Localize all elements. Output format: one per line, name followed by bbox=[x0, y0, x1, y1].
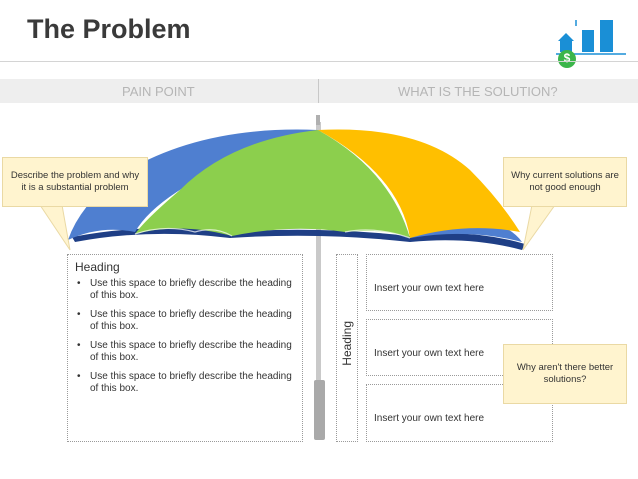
bullet-item: Use this space to briefly describe the h… bbox=[75, 371, 294, 395]
bullet-list: Use this space to briefly describe the h… bbox=[75, 278, 294, 395]
umbrella-handle bbox=[314, 380, 325, 440]
umbrella-shaft bbox=[316, 122, 321, 387]
no-better-solutions-callout: Why aren't there better solutions? bbox=[503, 344, 627, 404]
bar-chart-logo-icon bbox=[556, 20, 626, 68]
logo: $ bbox=[556, 18, 628, 70]
pain-point-label: PAIN POINT bbox=[122, 84, 195, 99]
solution-label: WHAT IS THE SOLUTION? bbox=[398, 84, 558, 99]
problem-callout-pointer bbox=[39, 204, 71, 251]
current-callout-pointer bbox=[522, 204, 556, 251]
bullet-item: Use this space to briefly describe the h… bbox=[75, 309, 294, 333]
page-title: The Problem bbox=[27, 14, 191, 44]
current-solutions-callout: Why current solutions are not good enoug… bbox=[503, 157, 627, 207]
vertical-heading-box: Heading bbox=[336, 254, 358, 442]
solution-text: Insert your own text here bbox=[374, 413, 485, 424]
no-better-callout-text: Why aren't there better solutions? bbox=[516, 362, 614, 385]
title-rule bbox=[0, 61, 638, 62]
dollar-icon: $ bbox=[563, 51, 571, 65]
band-divider bbox=[318, 79, 319, 103]
problem-callout-text: Describe the problem and why it is a sub… bbox=[10, 170, 140, 193]
vertical-heading: Heading bbox=[340, 321, 354, 366]
solution-text: Insert your own text here bbox=[374, 348, 485, 359]
umbrella-tip bbox=[316, 115, 320, 125]
current-solutions-callout-text: Why current solutions are not good enoug… bbox=[511, 170, 619, 193]
box-heading: Heading bbox=[75, 260, 120, 274]
umbrella-blue-panel bbox=[68, 129, 318, 240]
solution-text: Insert your own text here bbox=[374, 283, 485, 294]
solution-box-1: Insert your own text here bbox=[366, 254, 553, 311]
umbrella-yellow-panel bbox=[318, 129, 520, 238]
bullet-item: Use this space to briefly describe the h… bbox=[75, 278, 294, 302]
header-band bbox=[0, 79, 638, 103]
problem-callout: Describe the problem and why it is a sub… bbox=[2, 157, 148, 207]
umbrella-green-panel bbox=[135, 130, 410, 238]
bullet-item: Use this space to briefly describe the h… bbox=[75, 340, 294, 364]
umbrella-rim bbox=[72, 228, 525, 250]
pain-point-box: Heading Use this space to briefly descri… bbox=[67, 254, 303, 442]
